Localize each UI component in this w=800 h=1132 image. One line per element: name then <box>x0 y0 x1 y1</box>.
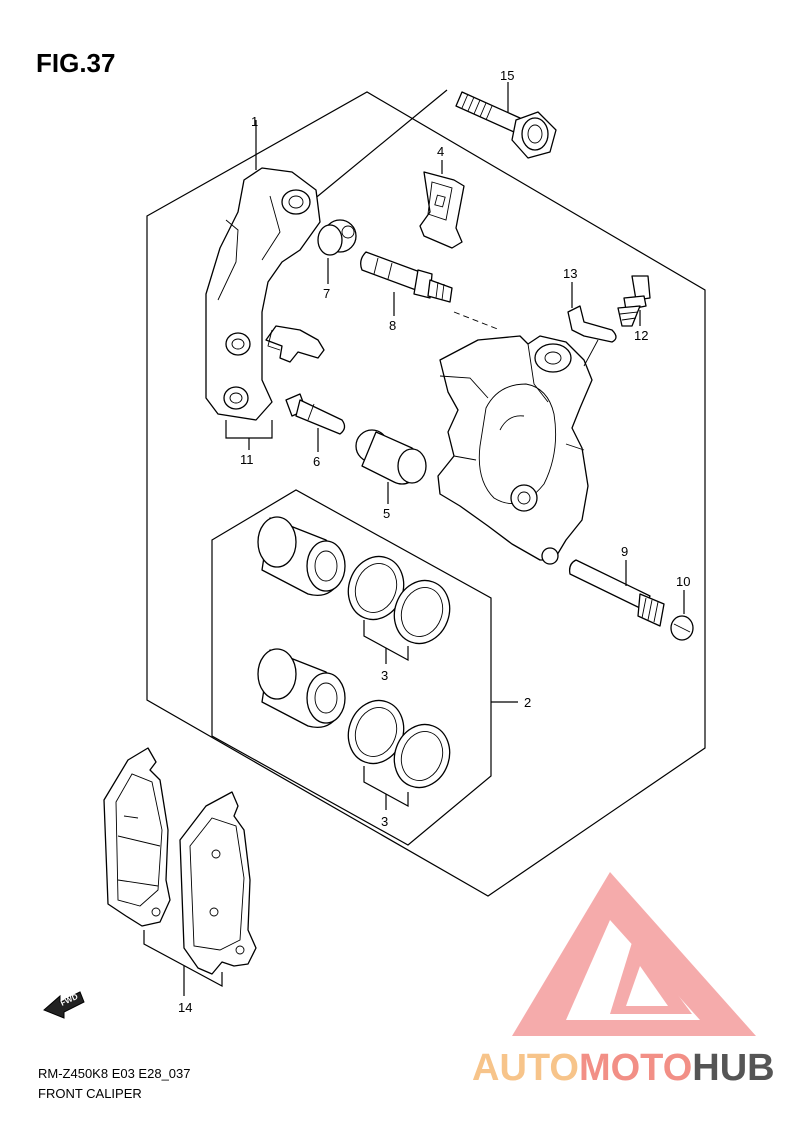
footer-section-name: FRONT CALIPER <box>38 1086 142 1101</box>
callout-14: 14 <box>178 1000 192 1015</box>
callout-8: 8 <box>389 318 396 333</box>
bleeder-valve-12 <box>617 275 651 327</box>
watermark-text: AUTOMOTOHUB <box>472 1047 775 1089</box>
seal-lower-b <box>393 723 451 789</box>
watermark-moto: MOTO <box>579 1047 692 1089</box>
callout-15: 15 <box>500 68 514 83</box>
callout-6: 6 <box>313 454 320 469</box>
callout-11: 11 <box>240 452 254 467</box>
figure-title: FIG.37 <box>36 48 115 78</box>
footer-model-code: RM-Z450K8 E03 E28_037 <box>38 1066 190 1081</box>
leader-13-body <box>583 339 599 367</box>
piston-upper <box>257 516 346 597</box>
callout-13: 13 <box>563 266 577 281</box>
plug-10 <box>670 615 694 641</box>
piston-kit-outline <box>211 489 492 846</box>
boot-7 <box>317 219 357 256</box>
bleeder-cap-13 <box>567 305 617 343</box>
callout-9: 9 <box>621 544 628 559</box>
pad-pin-9 <box>568 559 665 627</box>
callout-2: 2 <box>524 695 531 710</box>
leader-15-assembly <box>306 89 448 206</box>
pad-spring-11 <box>265 325 325 363</box>
callout-7: 7 <box>323 286 330 301</box>
brake-pad-right <box>179 791 257 975</box>
seal-upper-b <box>393 579 451 645</box>
pad-retainer-4 <box>419 171 465 249</box>
caliper-assembly-outline <box>146 91 706 897</box>
watermark-auto: AUTO <box>472 1047 579 1089</box>
callout-12: 12 <box>634 328 648 343</box>
caliper-body <box>437 335 593 565</box>
caliper-bracket-1 <box>205 167 321 421</box>
leader-11-bracket <box>225 420 273 439</box>
callout-10: 10 <box>676 574 690 589</box>
callout-4: 4 <box>437 144 444 159</box>
bolt-15 <box>455 91 557 159</box>
boot-5 <box>355 429 427 485</box>
slide-pin-8 <box>360 251 453 303</box>
callout-3a: 3 <box>381 668 388 683</box>
callout-5: 5 <box>383 506 390 521</box>
leader-14-bracket <box>143 930 223 988</box>
axis-dash-8 <box>453 311 501 331</box>
callout-1: 1 <box>251 114 258 129</box>
pin-6 <box>285 393 346 435</box>
callout-3b: 3 <box>381 814 388 829</box>
piston-lower <box>257 648 346 729</box>
watermark-logo <box>512 872 756 1036</box>
brake-pad-left <box>103 747 171 927</box>
watermark-hub: HUB <box>692 1047 774 1089</box>
fwd-arrow: FWD <box>43 991 85 1019</box>
